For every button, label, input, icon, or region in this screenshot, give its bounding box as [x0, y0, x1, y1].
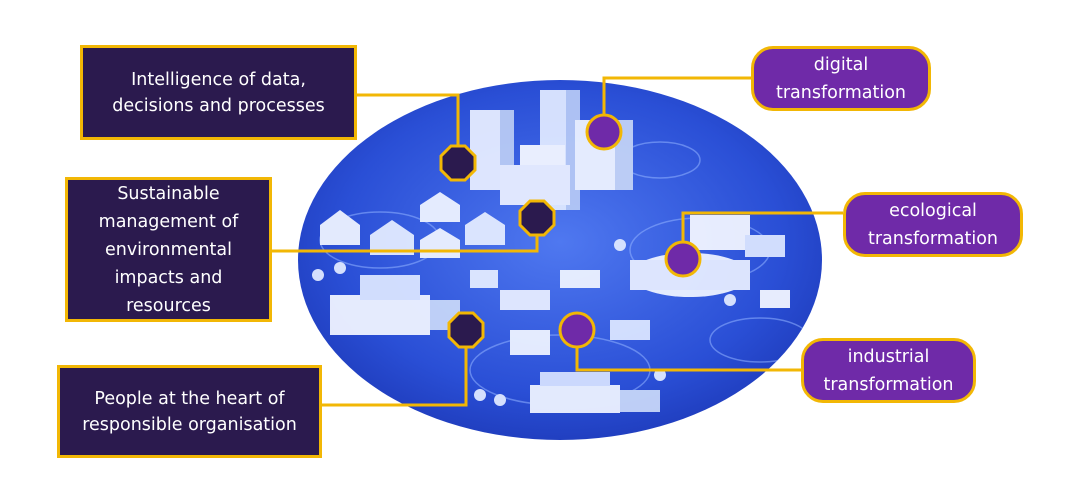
label-ecological: ecological transformation: [843, 192, 1023, 257]
label-industrial: industrial transformation: [801, 338, 976, 403]
marker-ecological: [664, 240, 702, 278]
marker-digital: [585, 113, 623, 151]
marker-sustainable-management: [518, 199, 556, 237]
connector-data-intelligence: [357, 93, 460, 163]
label-digital: digital transformation: [751, 46, 931, 111]
label-sustainable-management: Sustainable management of environmental …: [65, 177, 272, 322]
connector-people: [322, 332, 468, 407]
smart-city-illustration: [298, 80, 822, 440]
marker-data-intelligence: [439, 144, 477, 182]
marker-people: [447, 311, 485, 349]
label-data-intelligence: Intelligence of data, decisions and proc…: [80, 45, 357, 140]
marker-industrial: [558, 311, 596, 349]
label-people: People at the heart of responsible organ…: [57, 365, 322, 458]
